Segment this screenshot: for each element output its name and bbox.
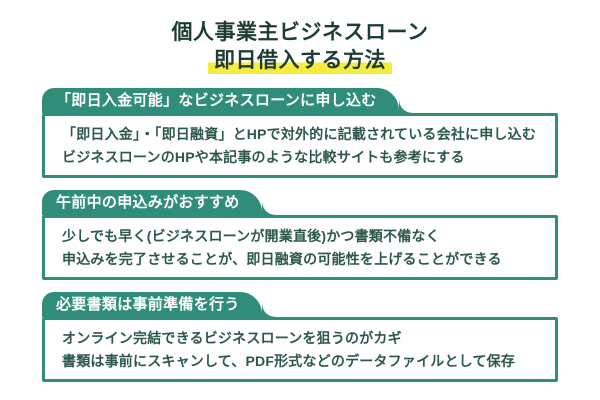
page-title-line2: 即日借入する方法 (0, 47, 600, 74)
section-3-body-box: オンライン完結できるビジネスローンを狙うのがカギ 書類は事前にスキャンして、PD… (42, 317, 558, 382)
page-title: 個人事業主ビジネスローン 即日借入する方法 (0, 19, 600, 74)
section-prepare-documents: 必要書類は事前準備を行う オンライン完結できるビジネスローンを狙うのがカギ 書類… (42, 292, 558, 382)
section-1-body-box: 「即日入金」・「即日融資」とHPで対外的に記載されている会社に申し込む ビジネス… (42, 113, 558, 178)
section-3-heading-tab: 必要書類は事前準備を行う (42, 292, 275, 317)
section-1-heading-tab: 「即日入金可能」なビジネスローンに申し込む (42, 88, 412, 113)
section-3-body-line-2: 書類は事前にスキャンして、PDF形式などのデータファイルとして保存 (62, 353, 516, 369)
section-2-body-box: 少しでも早く(ビジネスローンが開業直後)かつ書類不備なく 申込みを完了させること… (42, 215, 558, 280)
section-apply-same-day-loan: 「即日入金可能」なビジネスローンに申し込む 「即日入金」・「即日融資」とHPで対… (42, 88, 558, 178)
section-1-body-line-1: 「即日入金」・「即日融資」とHPで対外的に記載されている会社に申し込む (62, 126, 537, 142)
section-morning-application: 午前中の申込みがおすすめ 少しでも早く(ビジネスローンが開業直後)かつ書類不備な… (42, 190, 558, 280)
section-1-body-line-2: ビジネスローンのHPや本記事のような比較サイトも参考にする (62, 149, 465, 165)
section-2-body-line-1: 少しでも早く(ビジネスローンが開業直後)かつ書類不備なく (62, 228, 440, 244)
highlighted-title-text: 即日借入する方法 (208, 47, 392, 74)
section-list: 「即日入金可能」なビジネスローンに申し込む 「即日入金」・「即日融資」とHPで対… (42, 88, 558, 394)
page-title-line1: 個人事業主ビジネスローン (171, 21, 429, 44)
section-2-heading-tab: 午前中の申込みがおすすめ (42, 190, 275, 215)
section-2-body-line-2: 申込みを完了させることが、即日融資の可能性を上げることができる (62, 251, 502, 267)
section-3-body-line-1: オンライン完結できるビジネスローンを狙うのがカギ (62, 330, 402, 346)
